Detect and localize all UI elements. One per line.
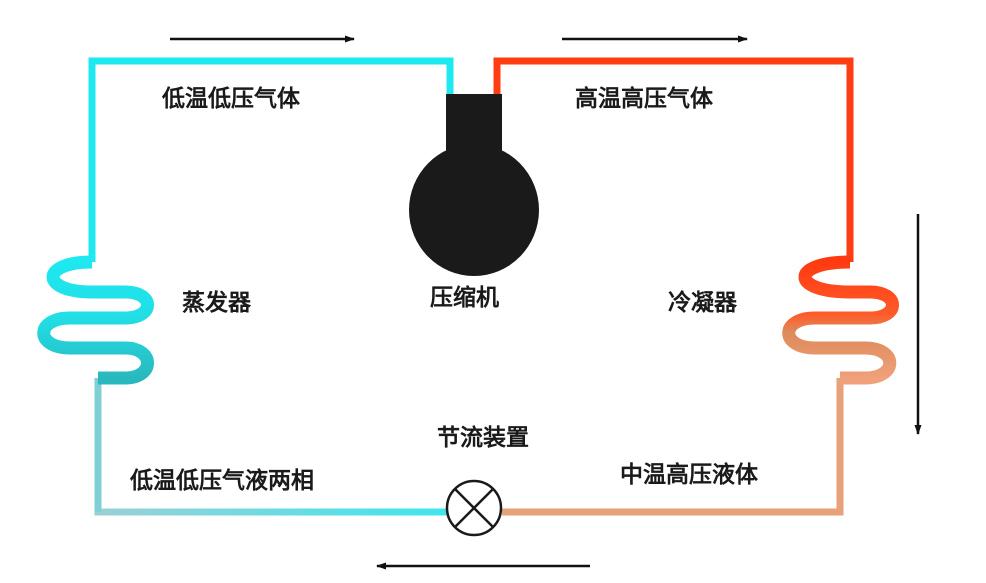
label-evaporator: 蒸发器 (182, 289, 252, 316)
evaporator-coil-icon (37, 255, 154, 385)
label-throttle-device: 节流装置 (437, 424, 529, 451)
label-low-temp-low-pressure-two-phase: 低温低压气液两相 (129, 467, 314, 494)
throttle-device-icon (445, 479, 503, 537)
low-pressure-pipe (88, 57, 454, 516)
label-mid-temp-high-pressure-liquid: 中温高压液体 (620, 461, 759, 488)
condenser-coil-icon (782, 255, 899, 385)
high-pressure-pipe (493, 57, 854, 516)
compressor-icon (409, 94, 539, 276)
flow-arrows (170, 35, 922, 570)
label-compressor: 压缩机 (430, 284, 499, 311)
label-condenser: 冷凝器 (668, 289, 738, 316)
label-high-temp-high-pressure-gas: 高温高压气体 (575, 85, 714, 112)
label-low-temp-low-pressure-gas: 低温低压气体 (161, 85, 301, 112)
